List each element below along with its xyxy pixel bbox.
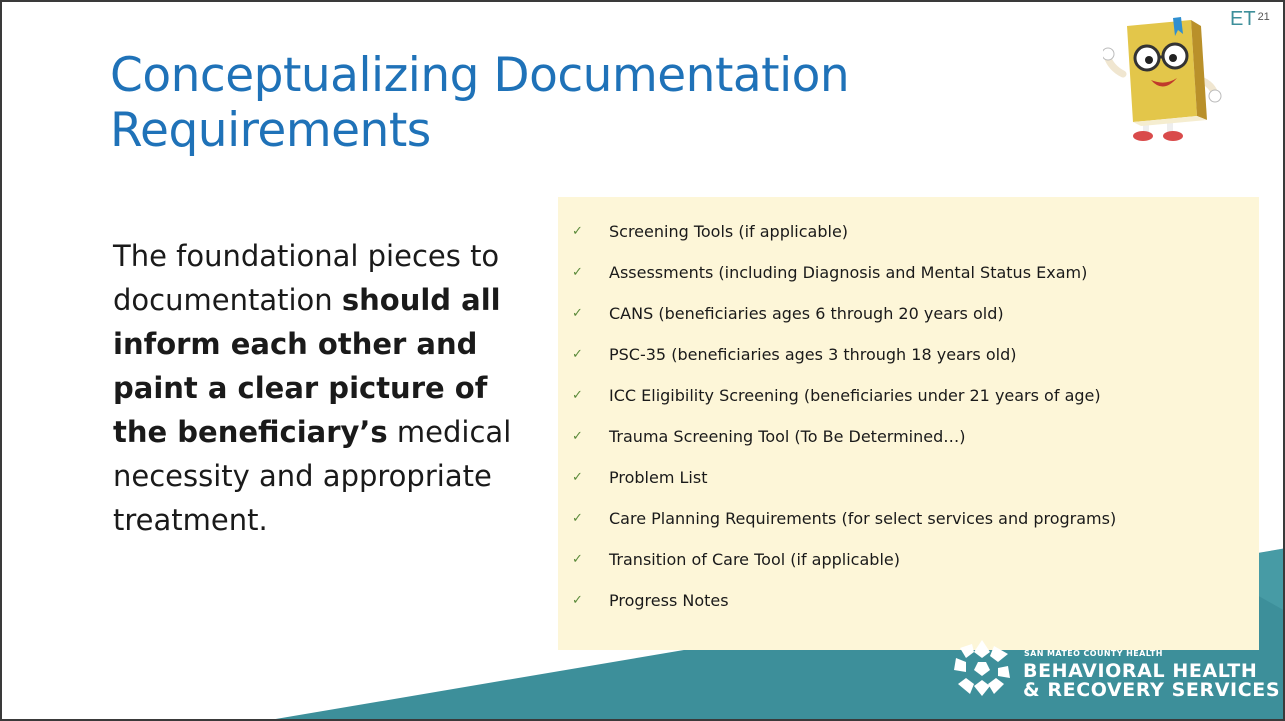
checklist-item: ✓ Problem List (558, 457, 1259, 498)
bhrs-logo-mark-icon (954, 640, 1010, 696)
intro-text-start: The foundational pieces to documentation (113, 239, 500, 317)
checklist-item-label: PSC-35 (beneficiaries ages 3 through 18 … (609, 345, 1017, 364)
checklist-item-label: Screening Tools (if applicable) (609, 222, 849, 241)
checklist-item: ✓ PSC-35 (beneficiaries ages 3 through 18… (558, 334, 1259, 375)
checklist-item: ✓ Trauma Screening Tool (To Be Determined… (558, 416, 1259, 457)
checklist-item-label: Care Planning Requirements (for select s… (609, 509, 1117, 528)
checklist-item-label: Problem List (609, 468, 708, 487)
checkmark-icon: ✓ (572, 265, 583, 280)
checklist-item-label: CANS (beneficiaries ages 6 through 20 ye… (609, 304, 1004, 323)
documentation-checklist: ✓ Screening Tools (if applicable) ✓ Assess… (558, 211, 1259, 621)
slide-number-value: 21 (1257, 11, 1270, 23)
intro-text-emphasis: should all inform each other and paint a… (113, 283, 501, 449)
logo-org-name: SAN MATEO COUNTY HEALTH (1024, 649, 1163, 658)
checkmark-icon: ✓ (572, 511, 583, 526)
checklist-item: ✓ Care Planning Requirements (for select … (558, 498, 1259, 539)
checkmark-icon: ✓ (572, 470, 583, 485)
checkmark-icon: ✓ (572, 552, 583, 567)
documentation-checklist-panel: ✓ Screening Tools (if applicable) ✓ Assess… (558, 197, 1259, 650)
checklist-item: ✓ ICC Eligibility Screening (beneficiarie… (558, 375, 1259, 416)
checklist-item: ✓ Transition of Care Tool (if applicable) (558, 539, 1259, 580)
checklist-item-label: Trauma Screening Tool (To Be Determined…… (609, 427, 966, 446)
intro-text-end: medical necessity and appropriate treatm… (113, 415, 512, 537)
checklist-item-label: Transition of Care Tool (if applicable) (609, 550, 900, 569)
book-mascot-icon (1103, 17, 1222, 141)
checkmark-icon: ✓ (572, 388, 583, 403)
logo-line-2: & RECOVERY SERVICES (1023, 679, 1281, 701)
checkmark-icon: ✓ (572, 593, 583, 608)
checklist-item: ✓ Screening Tools (if applicable) (558, 211, 1259, 252)
checklist-item: ✓ Assessments (including Diagnosis and Me… (558, 252, 1259, 293)
bhrs-logo: SAN MATEO COUNTY HEALTH BEHAVIORAL HEALT… (952, 638, 1280, 701)
checkmark-icon: ✓ (572, 429, 583, 444)
title-line-2: Requirements (110, 103, 431, 158)
checkmark-icon: ✓ (572, 347, 583, 362)
slide-label: ET (1230, 8, 1256, 30)
slide-title: Conceptualizing Documentation Requiremen… (110, 48, 1070, 158)
title-line-1: Conceptualizing Documentation (110, 48, 850, 103)
checkmark-icon: ✓ (572, 224, 583, 239)
checklist-item-label: Assessments (including Diagnosis and Men… (609, 263, 1088, 282)
checklist-item-label: Progress Notes (609, 591, 729, 610)
intro-paragraph: The foundational pieces to documentation… (113, 234, 533, 542)
checklist-item-label: ICC Eligibility Screening (beneficiaries… (609, 386, 1101, 405)
checkmark-icon: ✓ (572, 306, 583, 321)
logo-line-1: BEHAVIORAL HEALTH (1023, 660, 1258, 682)
checklist-item: ✓ Progress Notes (558, 580, 1259, 621)
checklist-item: ✓ CANS (beneficiaries ages 6 through 20 y… (558, 293, 1259, 334)
